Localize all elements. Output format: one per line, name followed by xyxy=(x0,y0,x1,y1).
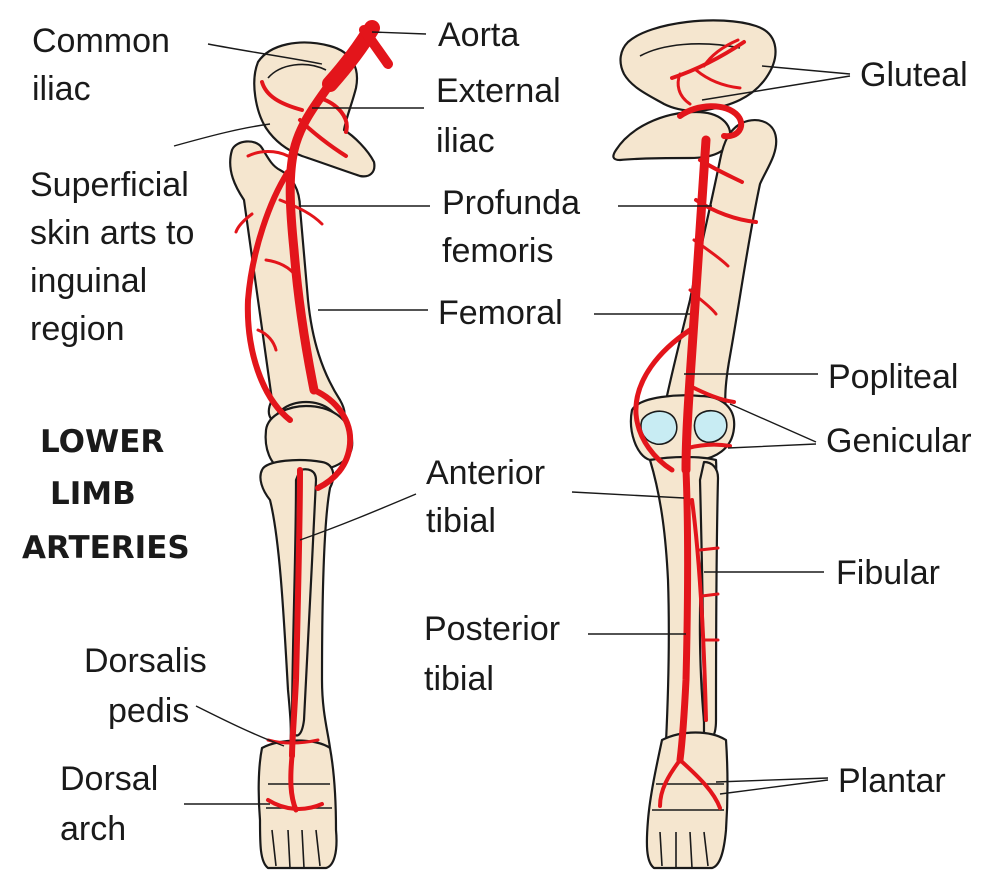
label-femoral: Femoral xyxy=(438,294,563,332)
label-anterior-tibial: Anterior tibial xyxy=(426,454,555,540)
label-profunda-femoris: Profunda femoris xyxy=(442,184,589,270)
label-common-iliac: Common iliac xyxy=(32,22,179,108)
label-posterior-tibial: Posterior tibial xyxy=(424,610,570,698)
label-dorsal-arch: Dorsal arch xyxy=(60,760,168,848)
label-plantar: Plantar xyxy=(838,762,946,800)
right-knee-cartilage-lateral xyxy=(694,411,726,443)
left-foot xyxy=(259,741,337,869)
label-genicular: Genicular xyxy=(826,422,972,460)
right-hip-bone xyxy=(621,20,776,110)
left-leg-skeleton xyxy=(230,43,374,868)
right-leg-skeleton xyxy=(613,20,776,868)
right-ischium xyxy=(613,112,730,160)
right-knee-cartilage-medial xyxy=(641,411,677,444)
right-femur xyxy=(664,120,776,410)
label-dorsalis-pedis: Dorsalis pedis xyxy=(84,642,216,730)
label-fibular: Fibular xyxy=(836,554,940,592)
label-superficial: Superficial skin arts to inguinal region xyxy=(30,166,204,348)
label-popliteal: Popliteal xyxy=(828,358,958,396)
label-external-iliac: External iliac xyxy=(436,72,570,160)
label-gluteal: Gluteal xyxy=(860,56,968,94)
label-aorta: Aorta xyxy=(438,16,519,54)
diagram-title: LOWER LIMB ARTERIES xyxy=(22,424,190,566)
